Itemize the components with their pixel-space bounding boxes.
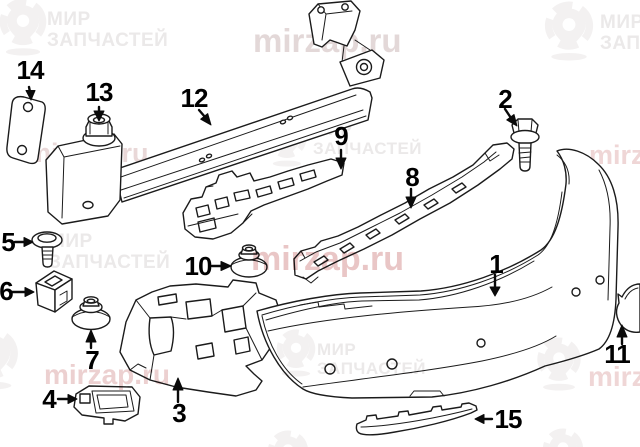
map-pin-logo-icon xyxy=(274,329,318,377)
part-15-trim-strip-drawing xyxy=(355,402,478,436)
watermark-site: mirzap.ru xyxy=(44,359,171,390)
part-10-push-nut-drawing xyxy=(230,244,268,278)
watermark-brand-line2: ЗАПЧАСТЕЙ xyxy=(317,359,427,379)
part-4-trim-cap-drawing xyxy=(73,385,141,425)
callout-4: 4 xyxy=(42,384,57,414)
part-2-bolt-drawing xyxy=(510,118,540,172)
callout-arrow-12 xyxy=(197,108,207,119)
part-9-upper-bracket-drawing xyxy=(182,158,345,240)
part-8-lower-rail-drawing xyxy=(293,142,515,284)
callout-5: 5 xyxy=(1,227,16,257)
callout-3: 3 xyxy=(172,398,187,428)
part-1-bumper-cover-drawing xyxy=(256,148,619,399)
watermark-brand-line1: МИР xyxy=(600,12,640,33)
callout-12: 12 xyxy=(180,83,209,113)
part-12-reinforcement-beam-drawing xyxy=(45,0,385,225)
callout-2: 2 xyxy=(498,84,513,114)
callout-10: 10 xyxy=(184,251,213,281)
callout-6: 6 xyxy=(0,276,14,306)
watermark-brand: МИР ЗАПЧАСТЕЙ xyxy=(47,9,168,52)
callout-15: 15 xyxy=(494,404,523,434)
watermark-site: mirzap.ru xyxy=(588,361,640,392)
watermark-brand-line2: ЗАПЧАСТЕЙ xyxy=(49,252,171,274)
part-5-screw-drawing xyxy=(31,231,63,268)
watermark-site: mirzap.ru xyxy=(251,240,405,278)
watermark-brand-line1: МИР xyxy=(47,9,91,30)
callout-14: 14 xyxy=(16,55,45,85)
watermark-brand-line1: МИР xyxy=(317,340,357,359)
part-6-cage-clip-drawing xyxy=(35,270,73,313)
callout-7: 7 xyxy=(85,345,100,375)
callout-8: 8 xyxy=(405,162,420,192)
watermark-brand: МИР ЗАПЧАСТЕЙ xyxy=(600,12,640,55)
callout-9: 9 xyxy=(334,121,349,151)
watermark-brand: МИР ЗАПЧАСТЕЙ xyxy=(317,340,426,378)
callout-arrows xyxy=(10,85,628,424)
watermark-brand-line2: ЗАПЧАСТЕЙ xyxy=(47,30,169,52)
watermark-brand-line2: ЗАПЧАСТЕЙ xyxy=(600,33,640,55)
part-11-corner-piece-drawing xyxy=(615,283,640,333)
callout-arrow-2 xyxy=(503,107,513,120)
callout-13: 13 xyxy=(85,77,114,107)
callout-1: 1 xyxy=(489,249,504,279)
part-14-cover-plate-drawing xyxy=(6,95,46,165)
callout-11: 11 xyxy=(604,339,630,369)
map-pin-logo-icon xyxy=(534,337,584,391)
part-7-push-nut-drawing xyxy=(71,296,111,331)
